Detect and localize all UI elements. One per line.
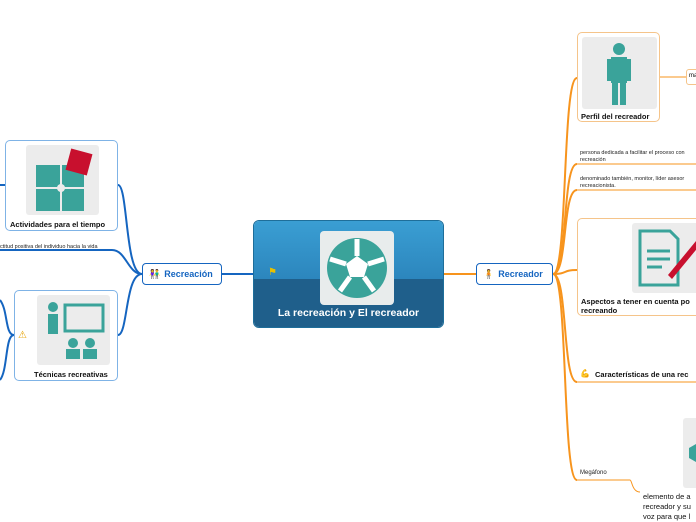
- topic-recreacion[interactable]: 👫 Recreación: [142, 263, 222, 285]
- muscle-icon: 💪: [580, 369, 590, 378]
- attitude-text: ctitud positiva del individuo hacia la v…: [0, 244, 98, 250]
- topic-recreador[interactable]: 🧍 Recreador: [476, 263, 553, 285]
- central-topic[interactable]: ⚑ La recreación y El recreador: [253, 220, 444, 328]
- teacher-board-icon: [37, 295, 110, 365]
- megaphone-icon: [683, 418, 696, 488]
- puzzle-icon: [26, 145, 99, 215]
- aspects-label: Aspectos a tener en cuenta po recreando: [581, 297, 690, 315]
- businessman-icon: [582, 37, 657, 109]
- activities-card[interactable]: Actividades para el tiempo: [5, 140, 118, 231]
- megaphone-card[interactable]: [683, 418, 696, 490]
- person-icon: 🧍: [483, 268, 495, 279]
- profile-card[interactable]: Perfil del recreador: [577, 32, 660, 122]
- profile-label: Perfil del recreador: [581, 112, 650, 121]
- profile-child-node[interactable]: ma: [686, 69, 696, 85]
- document-pen-icon: [632, 223, 696, 293]
- aspects-card[interactable]: Aspectos a tener en cuenta po recreando: [577, 218, 696, 316]
- megaphone-label[interactable]: Megáfono: [580, 470, 607, 476]
- characteristics-label[interactable]: Características de una rec: [595, 370, 689, 379]
- soccer-ball-icon: [320, 231, 394, 305]
- topic-label: Recreación: [164, 269, 213, 279]
- warning-icon: ⚠: [18, 330, 27, 341]
- activities-label: Actividades para el tiempo: [10, 220, 106, 229]
- definition-text-2: denominado también, monitor, líder aseso…: [580, 176, 685, 189]
- techniques-label: Técnicas recreativas: [34, 370, 108, 379]
- definition-text-1: persona dedicada a facilitar el proceso …: [580, 150, 685, 163]
- techniques-card[interactable]: Técnicas recreativas: [14, 290, 118, 381]
- megaphone-desc: elemento de a recreador y su voz para qu…: [643, 492, 691, 521]
- flag-icon: ⚑: [268, 267, 277, 278]
- central-title: La recreación y El recreador: [277, 307, 420, 319]
- profile-child-label: ma: [689, 73, 696, 79]
- topic-label: Recreador: [498, 269, 543, 279]
- people-icon: 👫: [149, 268, 161, 279]
